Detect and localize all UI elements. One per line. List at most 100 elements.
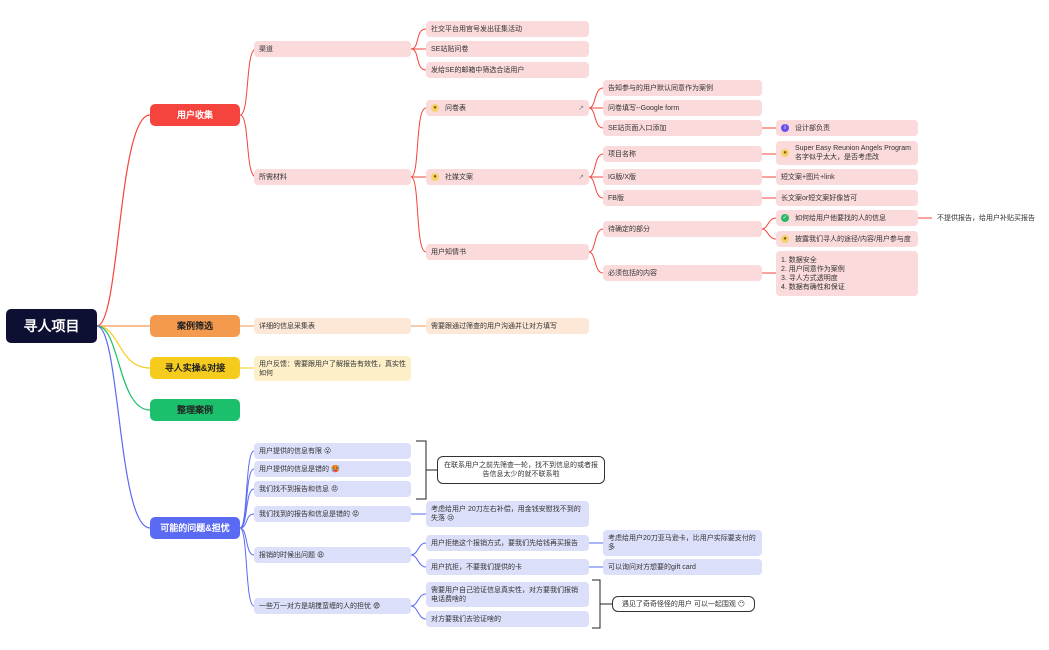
check-icon: ✓: [781, 214, 789, 222]
node-pending[interactable]: 待确定的部分: [603, 221, 762, 237]
pending-item-a-detail[interactable]: 不提供报告，给用户补贴买报告: [932, 210, 1042, 226]
social-item[interactable]: IG版/X版: [603, 169, 762, 185]
lightbulb-icon: ●: [781, 149, 789, 157]
issue-reward-b-label: 用户抗拒，不要我们提供的卡: [431, 563, 522, 571]
node-social-label: 社媒文案: [445, 173, 473, 181]
node-screen-form-label: 详细的信息采集表: [259, 322, 315, 330]
channel-item[interactable]: 发给SE的邮箱中筛选合适用户: [426, 62, 589, 78]
info-icon: i: [781, 124, 789, 132]
issue-reward-b-detail[interactable]: 可以询问对方想要的gift card: [603, 559, 762, 575]
external-link-icon[interactable]: ↗: [578, 173, 584, 181]
node-required[interactable]: 必须包括的内容: [603, 265, 762, 281]
issue-no-report[interactable]: 我们找不到报告和信息 😠: [254, 481, 411, 497]
node-screen-form-detail-label: 需要跟通过筛查的用户沟通并让对方填写: [431, 322, 557, 330]
branch-collect[interactable]: 用户收集: [150, 104, 240, 126]
node-questionnaire[interactable]: ● 问卷表 ↗: [426, 100, 589, 116]
pending-item-a-label: 如何给用户他要找的人的信息: [795, 214, 886, 222]
social-item-label: IG版/X版: [608, 173, 637, 181]
issue-reward-b-detail-text: 可以询问对方想要的gift card: [608, 563, 696, 571]
external-link-icon[interactable]: ↗: [578, 104, 584, 112]
node-questionnaire-label: 问卷表: [445, 104, 466, 112]
branch-issues[interactable]: 可能的问题&担忧: [150, 517, 240, 539]
branch-execute[interactable]: 寻人实操&对接: [150, 357, 240, 379]
pending-item-a[interactable]: ✓ 如何给用户他要找的人的信息: [776, 210, 918, 226]
channel-item-label: 发给SE的邮箱中筛选合适用户: [431, 66, 525, 74]
issue-wrong-report[interactable]: 我们找到的报告和信息是错的 😡: [254, 506, 411, 522]
questionnaire-item-label: 问卷填写--Google form: [608, 104, 680, 112]
branch-organize[interactable]: 整理案例: [150, 399, 240, 421]
node-consent-label: 用户知情书: [431, 248, 466, 256]
project-name-detail[interactable]: ● Super Easy Reunion Angels Program 名字似乎…: [776, 141, 918, 165]
issue-fraud-b-label: 对方要我们去验证啥的: [431, 615, 501, 623]
node-channel-label: 渠道: [259, 45, 273, 53]
issue-wrong-report-label: 我们找到的报告和信息是错的 😡: [259, 510, 360, 518]
issue-fraud-label: 一些万一对方是胡搅蛮缠的人的担忧 😨: [259, 602, 381, 610]
issue-wrong-report-detail-text: 考虑给用户 20刀左右补偿，用金钱安慰找不到的失落 😢: [431, 506, 581, 522]
social-item-label: 项目名称: [608, 150, 636, 158]
questionnaire-item[interactable]: SE站页面入口添加: [603, 120, 762, 136]
node-execute-feedback-label: 用户反馈：需要跟用户了解报告有效性，真实性如何: [259, 360, 406, 377]
issue-fraud-a[interactable]: 需要用户自己验证信息真实性，对方要我们报销电话费啥的: [426, 582, 589, 607]
issue-reward-a-detail-text: 考虑给用户20刀亚马逊卡，比用户实际要支付的多: [608, 535, 756, 551]
fb-detail-text: 长文案or短文案好像皆可: [781, 194, 858, 202]
issue-info-limited-label: 用户提供的信息有限 😮: [259, 447, 332, 455]
lightbulb-icon: ●: [431, 104, 439, 112]
branch-collect-label: 用户收集: [176, 109, 213, 120]
node-execute-feedback[interactable]: 用户反馈：需要跟用户了解报告有效性，真实性如何: [254, 356, 411, 381]
issue-info-wrong-label: 用户提供的信息是错的 🥵: [259, 465, 340, 473]
project-name-detail-text: Super Easy Reunion Angels Program 名字似乎太大…: [795, 145, 911, 161]
node-screen-form[interactable]: 详细的信息采集表: [254, 318, 411, 334]
issue-reward-a[interactable]: 用户拒绝这个报销方式，要我们先给钱再买报告: [426, 535, 589, 551]
issue-fraud-a-label: 需要用户自己验证信息真实性，对方要我们报销电话费啥的: [431, 586, 578, 603]
questionnaire-item-label: SE站页面入口添加: [608, 124, 667, 132]
issue-info-limited[interactable]: 用户提供的信息有限 😮: [254, 443, 411, 459]
social-item[interactable]: FB版: [603, 190, 762, 206]
lightbulb-icon: ●: [431, 173, 439, 181]
branch-issues-label: 可能的问题&担忧: [160, 522, 230, 533]
node-channel[interactable]: 渠道: [254, 41, 411, 57]
node-social[interactable]: ● 社媒文案 ↗: [426, 169, 589, 185]
pending-item-a-detail-text: 不提供报告，给用户补贴买报告: [937, 214, 1035, 222]
bracket-note-text: 在联系用户之前先筛查一轮，找不到信息的或者报告信息太少的就不联系啦: [444, 462, 598, 478]
questionnaire-item[interactable]: 问卷填写--Google form: [603, 100, 762, 116]
pending-item-b-label: 披露我们寻人的途径/内容/用户参与度: [795, 235, 911, 243]
issue-info-wrong[interactable]: 用户提供的信息是错的 🥵: [254, 461, 411, 477]
pending-item-b[interactable]: ● 披露我们寻人的途径/内容/用户参与度: [776, 231, 918, 247]
node-screen-form-detail[interactable]: 需要跟通过筛查的用户沟通并让对方填写: [426, 318, 589, 334]
node-consent[interactable]: 用户知情书: [426, 244, 589, 260]
issue-no-report-label: 我们找不到报告和信息 😠: [259, 485, 339, 493]
branch-screen-label: 案例筛选: [176, 320, 213, 331]
branch-execute-label: 寻人实操&对接: [164, 362, 226, 373]
issue-reward-a-detail[interactable]: 考虑给用户20刀亚马逊卡，比用户实际要支付的多: [603, 530, 762, 556]
questionnaire-item-label: 告知参与的用户默认同意作为案例: [608, 84, 713, 92]
node-design[interactable]: i 设计部负责: [776, 120, 918, 136]
channel-item[interactable]: 社交平台用官号发出征集活动: [426, 21, 589, 37]
fb-detail[interactable]: 长文案or短文案好像皆可: [776, 190, 918, 206]
issue-reward-a-label: 用户拒绝这个报销方式，要我们先给钱再买报告: [431, 539, 578, 547]
channel-item[interactable]: SE站贴问卷: [426, 41, 589, 57]
required-detail-text: 1. 数据安全 2. 用户同意作为案例 3. 寻人方式透明度 4. 数据有确性和…: [781, 256, 845, 291]
fraud-note-text: 遇见了奇奇怪怪的用户 可以一起围观 😶: [621, 600, 746, 608]
issue-reward[interactable]: 报销的时候出问题 😩: [254, 547, 411, 563]
social-item[interactable]: 项目名称: [603, 146, 762, 162]
questionnaire-item[interactable]: 告知参与的用户默认同意作为案例: [603, 80, 762, 96]
issue-reward-b[interactable]: 用户抗拒，不要我们提供的卡: [426, 559, 589, 575]
branch-screen[interactable]: 案例筛选: [150, 315, 240, 337]
channel-item-label: SE站贴问卷: [431, 45, 469, 53]
issue-fraud-b[interactable]: 对方要我们去验证啥的: [426, 611, 589, 627]
issue-fraud[interactable]: 一些万一对方是胡搅蛮缠的人的担忧 😨: [254, 598, 411, 614]
fraud-note[interactable]: 遇见了奇奇怪怪的用户 可以一起围观 😶: [612, 596, 755, 612]
issue-reward-label: 报销的时候出问题 😩: [259, 551, 325, 559]
issue-wrong-report-detail[interactable]: 考虑给用户 20刀左右补偿，用金钱安慰找不到的失落 😢: [426, 501, 589, 527]
root-node[interactable]: 寻人项目: [6, 309, 97, 343]
node-pending-label: 待确定的部分: [608, 225, 650, 233]
ig-detail-text: 短文案+图片+link: [781, 173, 835, 181]
required-detail[interactable]: 1. 数据安全 2. 用户同意作为案例 3. 寻人方式透明度 4. 数据有确性和…: [776, 251, 918, 296]
node-required-label: 必须包括的内容: [608, 269, 657, 277]
node-design-label: 设计部负责: [795, 124, 830, 132]
bracket-note[interactable]: 在联系用户之前先筛查一轮，找不到信息的或者报告信息太少的就不联系啦: [437, 456, 605, 484]
node-materials[interactable]: 所需材料: [254, 169, 411, 185]
social-item-label: FB版: [608, 194, 624, 202]
ig-detail[interactable]: 短文案+图片+link: [776, 169, 918, 185]
node-materials-label: 所需材料: [259, 173, 287, 181]
